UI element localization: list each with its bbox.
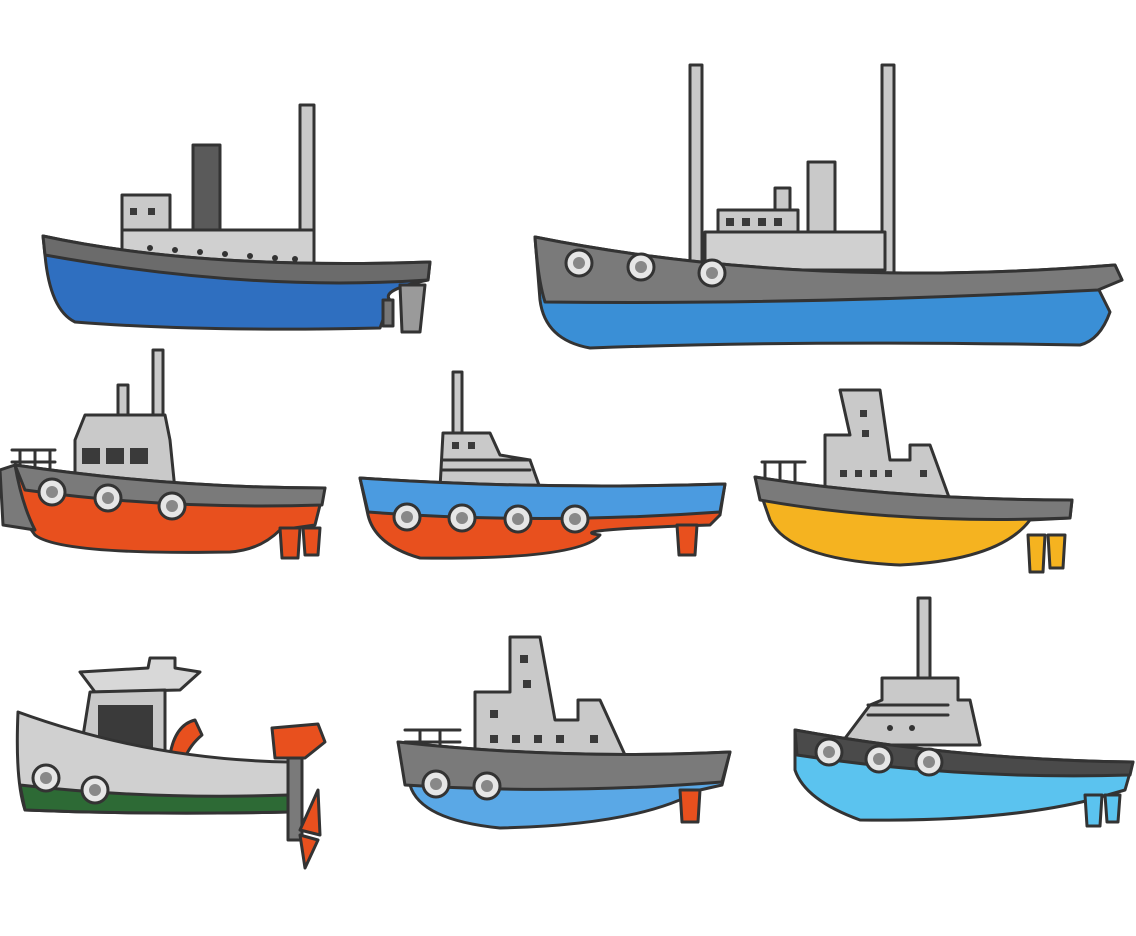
boat-steamer-large [533,63,1124,350]
boat-tug-lightblue [793,596,1135,828]
boat-tug-orange-gray [0,348,327,560]
boat-tug-orange-blue [358,370,727,560]
boat-steamer-small [41,103,432,334]
boat-motorboat-green [15,656,327,870]
boat-tug-yellow [753,388,1074,574]
boat-tug-blue-gray [396,635,732,830]
